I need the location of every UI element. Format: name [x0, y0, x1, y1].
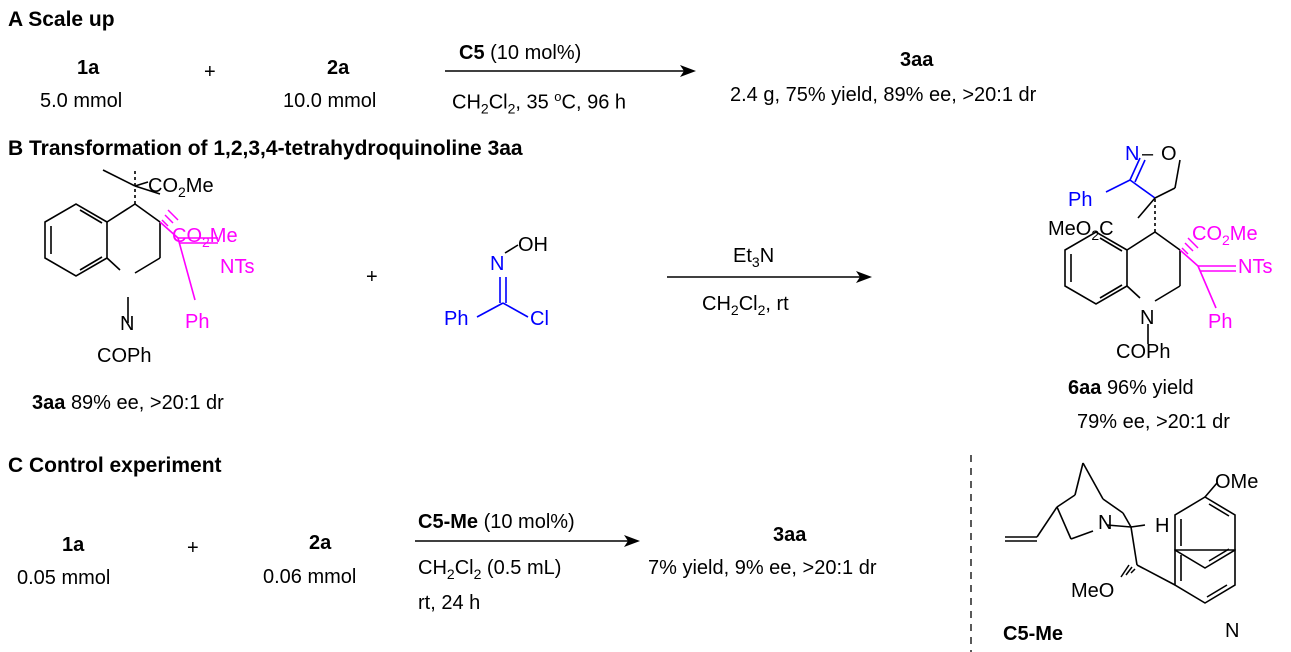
plus-sign: + — [204, 61, 216, 83]
plus-sign-b: + — [366, 266, 378, 288]
atom-coph-6aa: COPh — [1116, 341, 1170, 363]
product-3aa-label-c: 3aa — [773, 524, 807, 546]
dashed-divider — [970, 455, 972, 652]
reactant-2a-amount: 10.0 mmol — [283, 90, 377, 112]
product-6aa-ee: 79% ee, >20:1 dr — [1077, 411, 1230, 433]
atom-n-quinoline: N — [1225, 620, 1239, 642]
reactant-1a-amount: 5.0 mmol — [40, 90, 123, 112]
atom-o: O — [1161, 143, 1177, 165]
section-a-header: A Scale up — [8, 8, 115, 31]
atom-ph-magenta: Ph — [185, 311, 209, 333]
atom-n-6aa: N — [1140, 307, 1154, 329]
atom-nts-6aa: NTs — [1238, 256, 1272, 278]
structure-6aa: N – O Ph MeO2C CO2Me NTs Ph N COPh — [1048, 143, 1272, 363]
reactant-2a-label: 2a — [327, 57, 350, 79]
reactant-1a-label-c: 1a — [62, 534, 85, 556]
condition-solvent-c: CH2Cl2 (0.5 mL) — [418, 557, 562, 582]
atom-ph-isoxazoline: Ph — [1068, 189, 1092, 211]
reactant-2a-label-c: 2a — [309, 532, 332, 554]
reagent-et3n: Et3N — [733, 245, 775, 270]
product-3aa-result-c: 7% yield, 9% ee, >20:1 dr — [648, 557, 877, 579]
section-b-header: B Transformation of 1,2,3,4-tetrahydroqu… — [8, 137, 523, 160]
reaction-arrow — [445, 65, 696, 77]
atom-nts: NTs — [220, 256, 254, 278]
atom-dash: – — [1142, 143, 1154, 165]
atom-ph-blue: Ph — [444, 308, 468, 330]
atom-n-blue: N — [490, 253, 504, 275]
condition-b: CH2Cl2, rt — [702, 293, 789, 318]
atom-oh: OH — [518, 234, 548, 256]
reaction-arrow-c — [415, 535, 640, 547]
atom-co2me-6aa: CO2Me — [1192, 223, 1258, 248]
reactant-1a-label: 1a — [77, 57, 100, 79]
section-c-header: C Control experiment — [8, 454, 222, 477]
structure-hydroximoyl-chloride: N OH Ph Cl — [444, 234, 549, 330]
atom-h: H — [1155, 515, 1169, 537]
condition-catalyst-c: C5-Me (10 mol%) — [418, 511, 575, 533]
reaction-arrow-b — [667, 271, 872, 283]
catalyst-c5-me-label: C5-Me — [1003, 623, 1064, 645]
condition-solvent-temp: CH2Cl2, 35 oC, 96 h — [452, 89, 627, 117]
plus-sign-c: + — [187, 537, 199, 559]
atom-ph-6aa: Ph — [1208, 311, 1232, 333]
substrate-3aa-result: 3aa 89% ee, >20:1 dr — [32, 392, 224, 414]
atom-meo: MeO — [1071, 580, 1114, 602]
reactant-2a-amount-c: 0.06 mmol — [263, 566, 357, 588]
atom-cl: Cl — [530, 308, 549, 330]
structure-3aa: CO2Me CO2Me NTs Ph N COPh — [44, 168, 254, 367]
atom-co2me: CO2Me — [148, 175, 214, 200]
product-3aa-label: 3aa — [900, 49, 934, 71]
atom-coph: COPh — [97, 345, 151, 367]
atom-ome: OMe — [1215, 471, 1258, 493]
condition-catalyst: C5 (10 mol%) — [459, 42, 582, 64]
atom-n: N — [120, 313, 134, 335]
product-3aa-result: 2.4 g, 75% yield, 89% ee, >20:1 dr — [730, 84, 1037, 106]
condition-time-c: rt, 24 h — [418, 592, 481, 614]
structure-c5-me: OMe N H MeO N — [1005, 462, 1258, 642]
atom-meo2c: MeO2C — [1048, 218, 1114, 243]
atom-n-isoxazoline: N — [1125, 143, 1139, 165]
reactant-1a-amount-c: 0.05 mmol — [17, 567, 111, 589]
product-6aa-yield: 6aa 96% yield — [1068, 377, 1194, 399]
atom-co2me-magenta: CO2Me — [172, 225, 238, 250]
atom-n-quinuclidine: N — [1098, 512, 1112, 534]
